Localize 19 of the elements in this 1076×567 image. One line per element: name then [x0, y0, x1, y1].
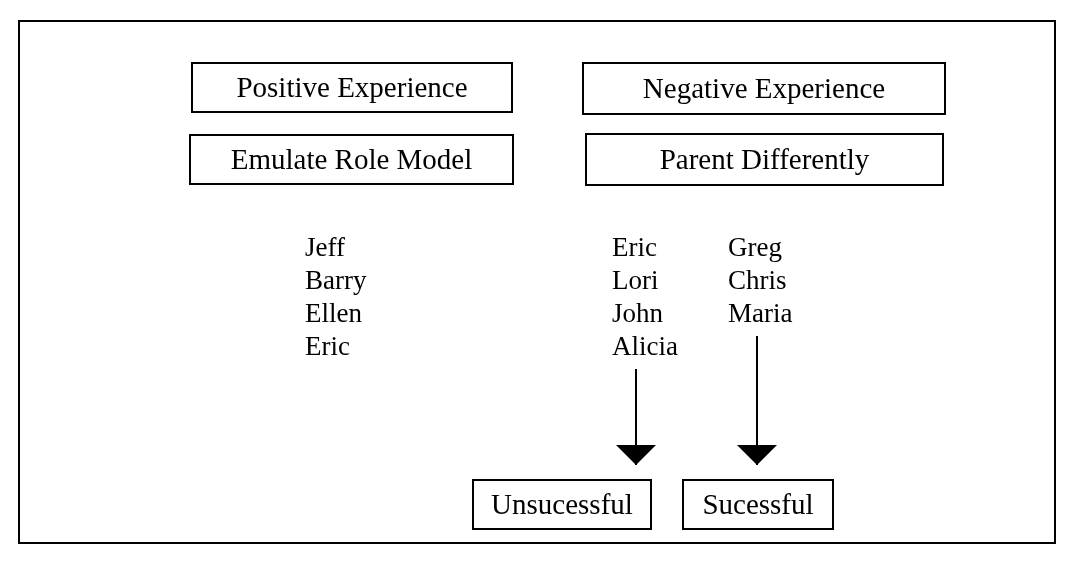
name-text: Ellen [305, 297, 362, 330]
name-text: Maria [728, 297, 793, 330]
name-text: Barry [305, 264, 367, 297]
arrow [737, 335, 777, 466]
text-box: Sucessful [682, 479, 834, 530]
name-text: Jeff [305, 231, 345, 264]
name-text: Greg [728, 231, 782, 264]
name-text: Eric [612, 231, 657, 264]
text-box: Emulate Role Model [189, 134, 514, 185]
text-box: Negative Experience [582, 62, 946, 115]
name-text: Eric [305, 330, 350, 363]
name-text: Lori [612, 264, 659, 297]
name-text: Chris [728, 264, 787, 297]
name-text: John [612, 297, 663, 330]
text-box: Parent Differently [585, 133, 944, 186]
text-box: Positive Experience [191, 62, 513, 113]
arrow [616, 368, 656, 466]
text-box: Unsucessful [472, 479, 652, 530]
name-text: Alicia [612, 330, 678, 363]
